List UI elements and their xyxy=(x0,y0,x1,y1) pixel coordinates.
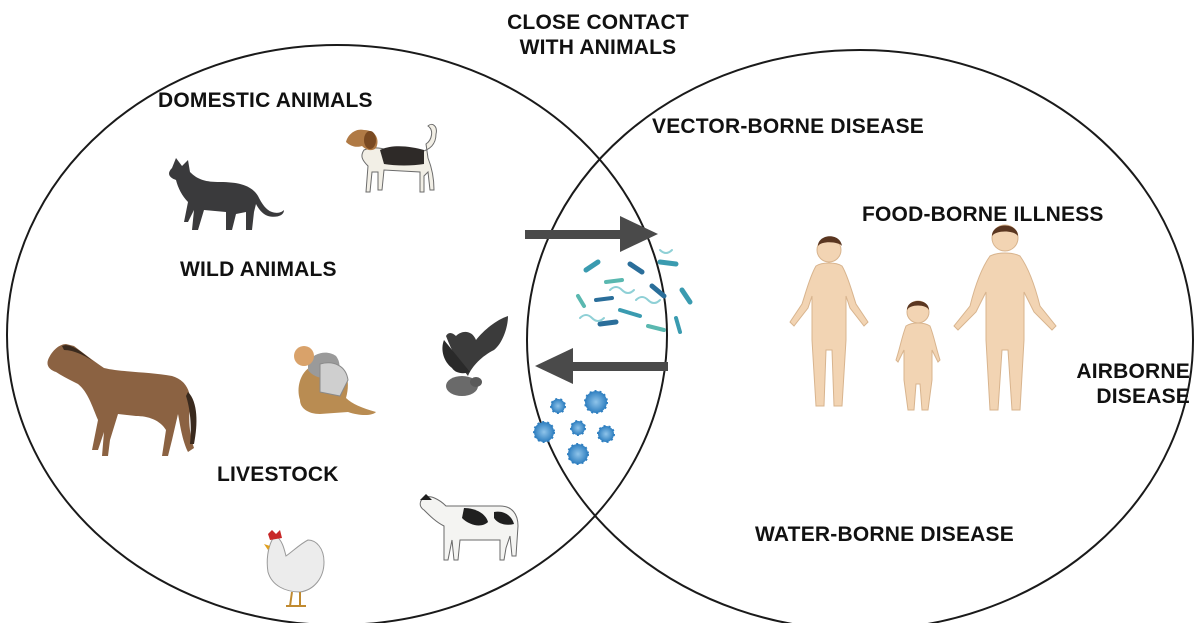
title-line-1: CLOSE CONTACT xyxy=(470,10,726,35)
bacteria-icon xyxy=(578,250,690,332)
label-domestic-animals: DOMESTIC ANIMALS xyxy=(158,88,373,113)
virus-icon xyxy=(534,391,614,464)
label-airborne: AIRBORNE DISEASE xyxy=(1040,359,1190,409)
cow-icon xyxy=(420,494,518,560)
arrow-left-icon xyxy=(535,348,668,384)
label-vector-borne: VECTOR-BORNE DISEASE xyxy=(652,114,924,139)
cat-icon xyxy=(169,158,284,230)
monkey-icon xyxy=(294,346,376,415)
label-livestock: LIVESTOCK xyxy=(217,462,339,487)
horse-icon xyxy=(47,344,196,456)
title-line-2: WITH ANIMALS xyxy=(470,35,726,60)
label-airborne-line-2: DISEASE xyxy=(1040,384,1190,409)
label-water-borne: WATER-BORNE DISEASE xyxy=(755,522,1014,547)
diagram-title: CLOSE CONTACT WITH ANIMALS xyxy=(470,10,726,60)
bat-icon xyxy=(442,316,508,396)
left-circle xyxy=(7,45,667,623)
dog-icon xyxy=(346,124,436,192)
woman-icon xyxy=(790,236,868,406)
child-icon xyxy=(896,301,940,410)
label-food-borne: FOOD-BORNE ILLNESS xyxy=(862,202,1104,227)
chicken-icon xyxy=(264,530,324,606)
label-airborne-line-1: AIRBORNE xyxy=(1040,359,1190,384)
label-wild-animals: WILD ANIMALS xyxy=(180,257,337,282)
